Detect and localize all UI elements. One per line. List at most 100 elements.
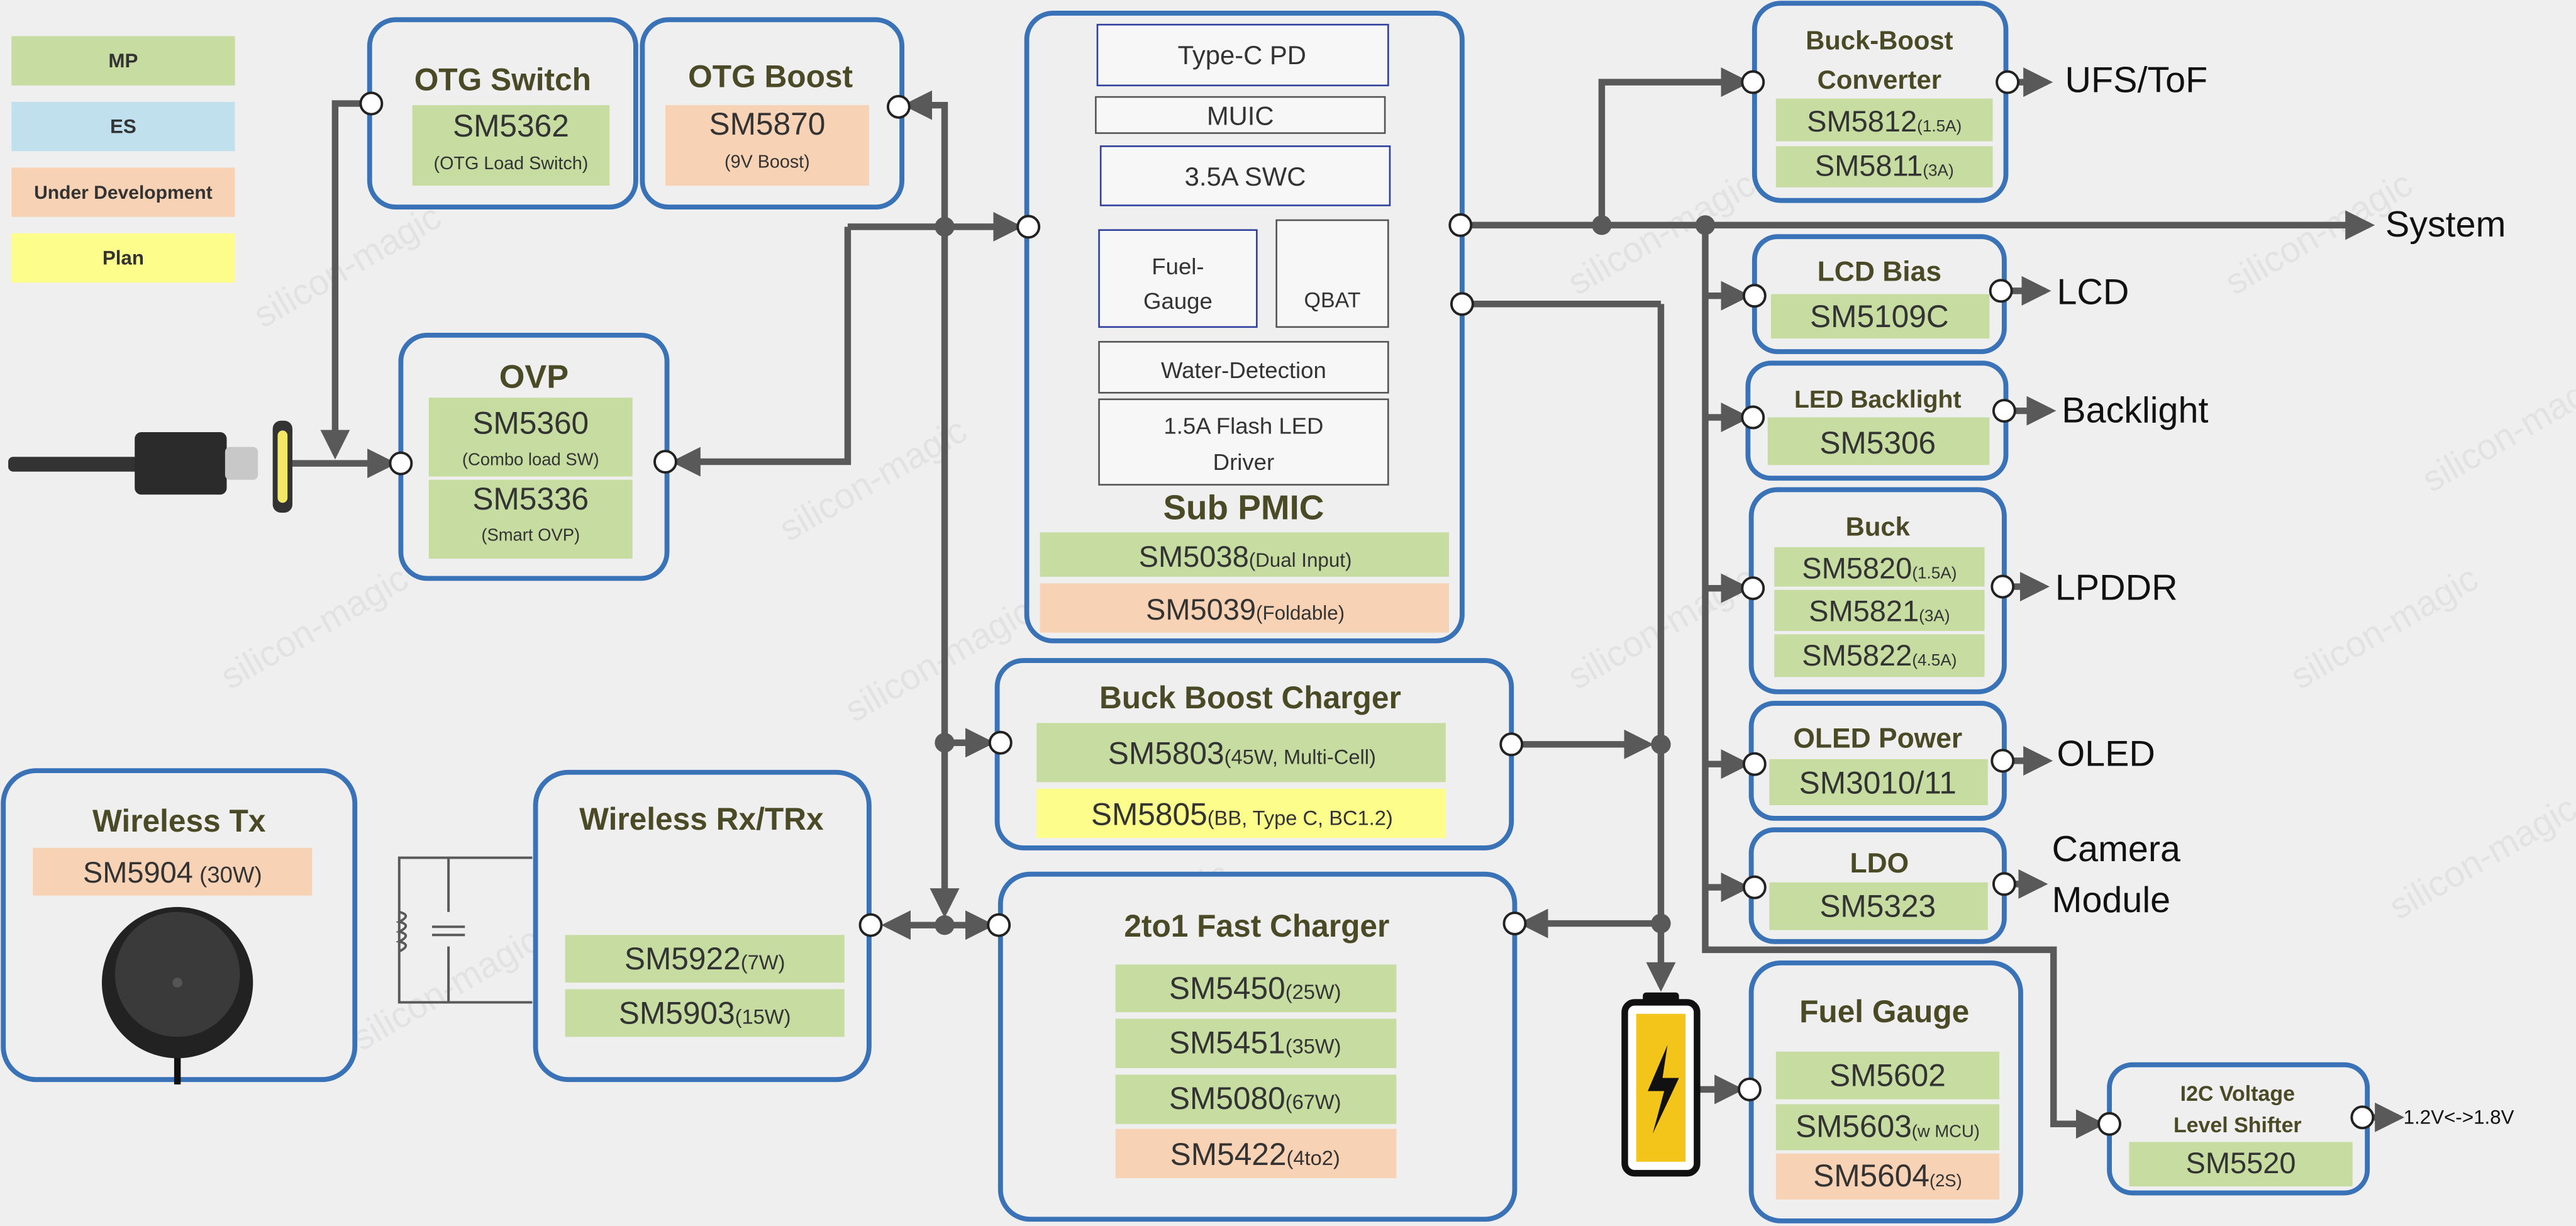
wireless-rx-chip-2-label: SM5903(15W)	[619, 995, 791, 1030]
buck-chip-3-label: SM5822(4.5A)	[1802, 638, 1957, 672]
typec-pd-box	[1096, 23, 1389, 87]
sub-pmic-chip-2-label: SM5039(Foldable)	[1146, 593, 1345, 626]
oled-output-label: OLED	[2057, 733, 2155, 774]
wireless-rx-chip-1	[565, 935, 845, 983]
fuel-gauge-chip-1	[1775, 1051, 2000, 1100]
buck-chip-1-label: SM5820(1.5A)	[1802, 551, 1957, 584]
legend-label-under-development: Under Development	[34, 182, 213, 203]
fuel-gauge-function-label-1: Fuel-	[1152, 254, 1204, 279]
buck-boost-converter-chip-1	[1775, 98, 1993, 142]
lpddr-output-label: LPDDR	[2055, 567, 2178, 608]
watermark: silicon-magic	[247, 196, 448, 335]
qbat-box	[1275, 219, 1389, 328]
ovp-part-1: SM5360	[472, 406, 589, 441]
fuel-gauge-title: Fuel Gauge	[1799, 994, 1969, 1029]
watermark: silicon-magic	[2284, 558, 2485, 697]
fuel-gauge-chip-3-label: SM5604(2S)	[1813, 1158, 1962, 1193]
buck-boost-converter-title-2: Converter	[1818, 65, 1941, 94]
level-shifter-chip	[2129, 1142, 2353, 1187]
muic-box	[1095, 96, 1386, 134]
legend-swatch-under-development	[11, 167, 235, 217]
led-backlight-title: LED Backlight	[1794, 386, 1962, 413]
ovp-part-2: SM5336	[472, 481, 589, 516]
wireless-charger-pad-icon	[101, 906, 253, 1085]
sub-pmic-chip-1	[1040, 532, 1449, 577]
wireless-rx-chip-1-label: SM5922(7W)	[625, 941, 786, 976]
wireless-tx-title: Wireless Tx	[92, 803, 266, 839]
buck-chip-1	[1774, 547, 1985, 587]
oled-power-title: OLED Power	[1793, 723, 1962, 754]
level-shifter-output-label: 1.2V<->1.8V	[2404, 1106, 2514, 1128]
fuel-gauge-chip-3	[1775, 1153, 2000, 1200]
fuel-gauge-chip-1-label: SM5602	[1829, 1058, 1946, 1093]
ldo-title: LDO	[1850, 848, 1909, 879]
lcd-bias-part: SM5109C	[1810, 299, 1949, 334]
wireless-tx-chip-label: SM5904 (30W)	[83, 855, 262, 889]
fast-charger-chip-3	[1115, 1074, 1397, 1124]
usb-cable-icon	[8, 420, 292, 513]
fast-charger-chip-2	[1115, 1018, 1397, 1068]
otg-switch-desc: (OTG Load Switch)	[434, 153, 589, 174]
level-shifter-part: SM5520	[2186, 1146, 2296, 1179]
terminals	[359, 70, 2375, 1136]
led-backlight-chip	[1767, 417, 1990, 465]
bb-charger-chip-2-label: SM5805(BB, Type C, BC1.2)	[1091, 796, 1393, 832]
lcd-bias-title: LCD Bias	[1818, 257, 1941, 287]
ufs-tof-output-label: UFS/ToF	[2065, 60, 2208, 100]
ovp-chip-1	[428, 398, 633, 477]
wireless-rx-chip-2	[565, 989, 845, 1037]
level-shifter-title-1: I2C Voltage	[2180, 1082, 2295, 1106]
typec-pd-label: Type-C PD	[1178, 40, 1306, 70]
ldo-chip	[1769, 882, 1988, 930]
fast-charger-chip-1	[1115, 964, 1397, 1013]
watermark: silicon-magic	[2382, 788, 2576, 927]
fast-charger-chip-4	[1115, 1128, 1397, 1178]
otg-boost-chip	[665, 105, 869, 186]
ovp-desc-2: (Smart OVP)	[481, 525, 580, 544]
lcd-output-label: LCD	[2057, 272, 2129, 312]
water-detection-box	[1098, 341, 1389, 394]
oled-power-chip	[1769, 759, 1988, 805]
wire-junctions	[935, 215, 1716, 935]
backlight-output-label: Backlight	[2062, 390, 2208, 430]
legend-swatch-plan	[11, 233, 235, 283]
led-backlight-part: SM5306	[1819, 425, 1936, 460]
legend-label-es: ES	[110, 116, 136, 138]
lcd-bias-chip	[1770, 294, 1990, 339]
muic-label: MUIC	[1207, 101, 1274, 131]
legend-swatch-mp	[11, 36, 235, 86]
flash-led-box	[1098, 398, 1389, 486]
buck-boost-converter-chip-1-label: SM5812(1.5A)	[1807, 104, 1962, 138]
wireless-rx-title: Wireless Rx/TRx	[579, 801, 824, 837]
legend: MP ES Under Development Plan	[11, 36, 235, 283]
flash-led-label-2: Driver	[1213, 449, 1274, 475]
fuel-gauge-chip-2	[1775, 1104, 2000, 1151]
otg-boost-title: OTG Boost	[688, 59, 853, 94]
watermark: silicon-magic	[2416, 360, 2576, 499]
legend-label-plan: Plan	[103, 247, 144, 269]
bb-charger-title: Buck Boost Charger	[1099, 680, 1401, 715]
battery-icon	[1621, 992, 1701, 1177]
bb-charger-chip-1-label: SM5803(45W, Multi-Cell)	[1108, 736, 1376, 771]
watermark: silicon-magic	[345, 920, 547, 1059]
otg-boost-part: SM5870	[709, 106, 825, 142]
swc-box	[1099, 145, 1391, 206]
ovp-title: OVP	[499, 359, 569, 395]
fast-charger-chip-1-label: SM5450(25W)	[1169, 971, 1341, 1006]
fast-charger-chip-3-label: SM5080(67W)	[1169, 1081, 1341, 1116]
bb-charger-chip-1	[1036, 723, 1446, 783]
fast-charger-chip-4-label: SM5422(4to2)	[1170, 1137, 1340, 1172]
buck-chip-2	[1774, 589, 1985, 632]
ovp-chip-2	[428, 479, 633, 559]
buck-boost-converter-title-1: Buck-Boost	[1806, 25, 1953, 55]
ldo-part: SM5323	[1819, 889, 1936, 924]
level-shifter-title-2: Level Shifter	[2174, 1113, 2302, 1137]
water-detection-label: Water-Detection	[1161, 357, 1326, 383]
legend-swatch-es	[11, 101, 235, 152]
watermark: silicon-magic	[214, 558, 415, 697]
buck-boost-converter-chip-2	[1775, 146, 1993, 187]
fuel-gauge-function-box	[1098, 229, 1258, 328]
sub-pmic-title: Sub PMIC	[1163, 488, 1324, 527]
legend-label-mp: MP	[108, 50, 138, 72]
